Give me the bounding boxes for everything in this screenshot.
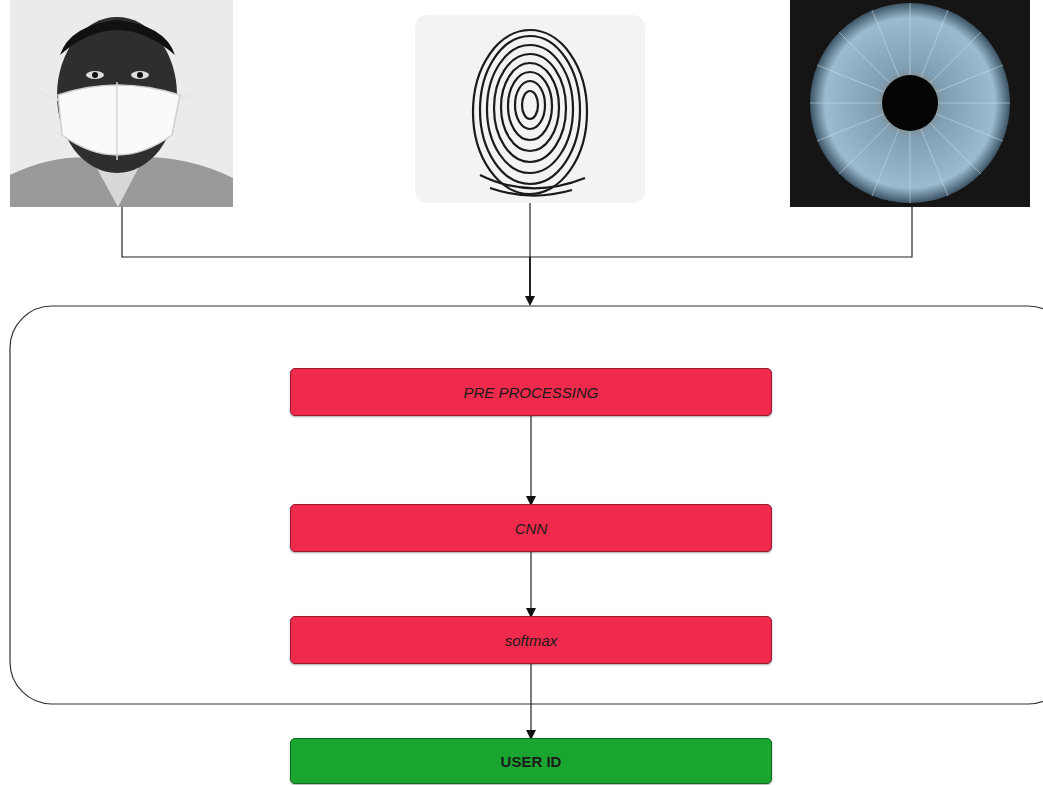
merge-lines	[122, 203, 912, 304]
box-label: PRE PROCESSING	[463, 384, 598, 401]
iris-image	[790, 0, 1030, 207]
box-label: softmax	[505, 632, 558, 649]
flow-arrow	[530, 552, 531, 616]
process-box: softmax	[290, 616, 772, 664]
process-box: PRE PROCESSING	[290, 368, 772, 416]
flow-arrow	[530, 416, 531, 504]
fingerprint-image	[415, 15, 645, 203]
face-photo	[10, 0, 233, 207]
box-label: USER ID	[501, 753, 562, 770]
system-container	[10, 306, 1043, 704]
box-label: CNN	[515, 520, 548, 537]
output-box: USER ID	[290, 738, 772, 784]
process-box: CNN	[290, 504, 772, 552]
flow-arrow	[530, 664, 531, 738]
